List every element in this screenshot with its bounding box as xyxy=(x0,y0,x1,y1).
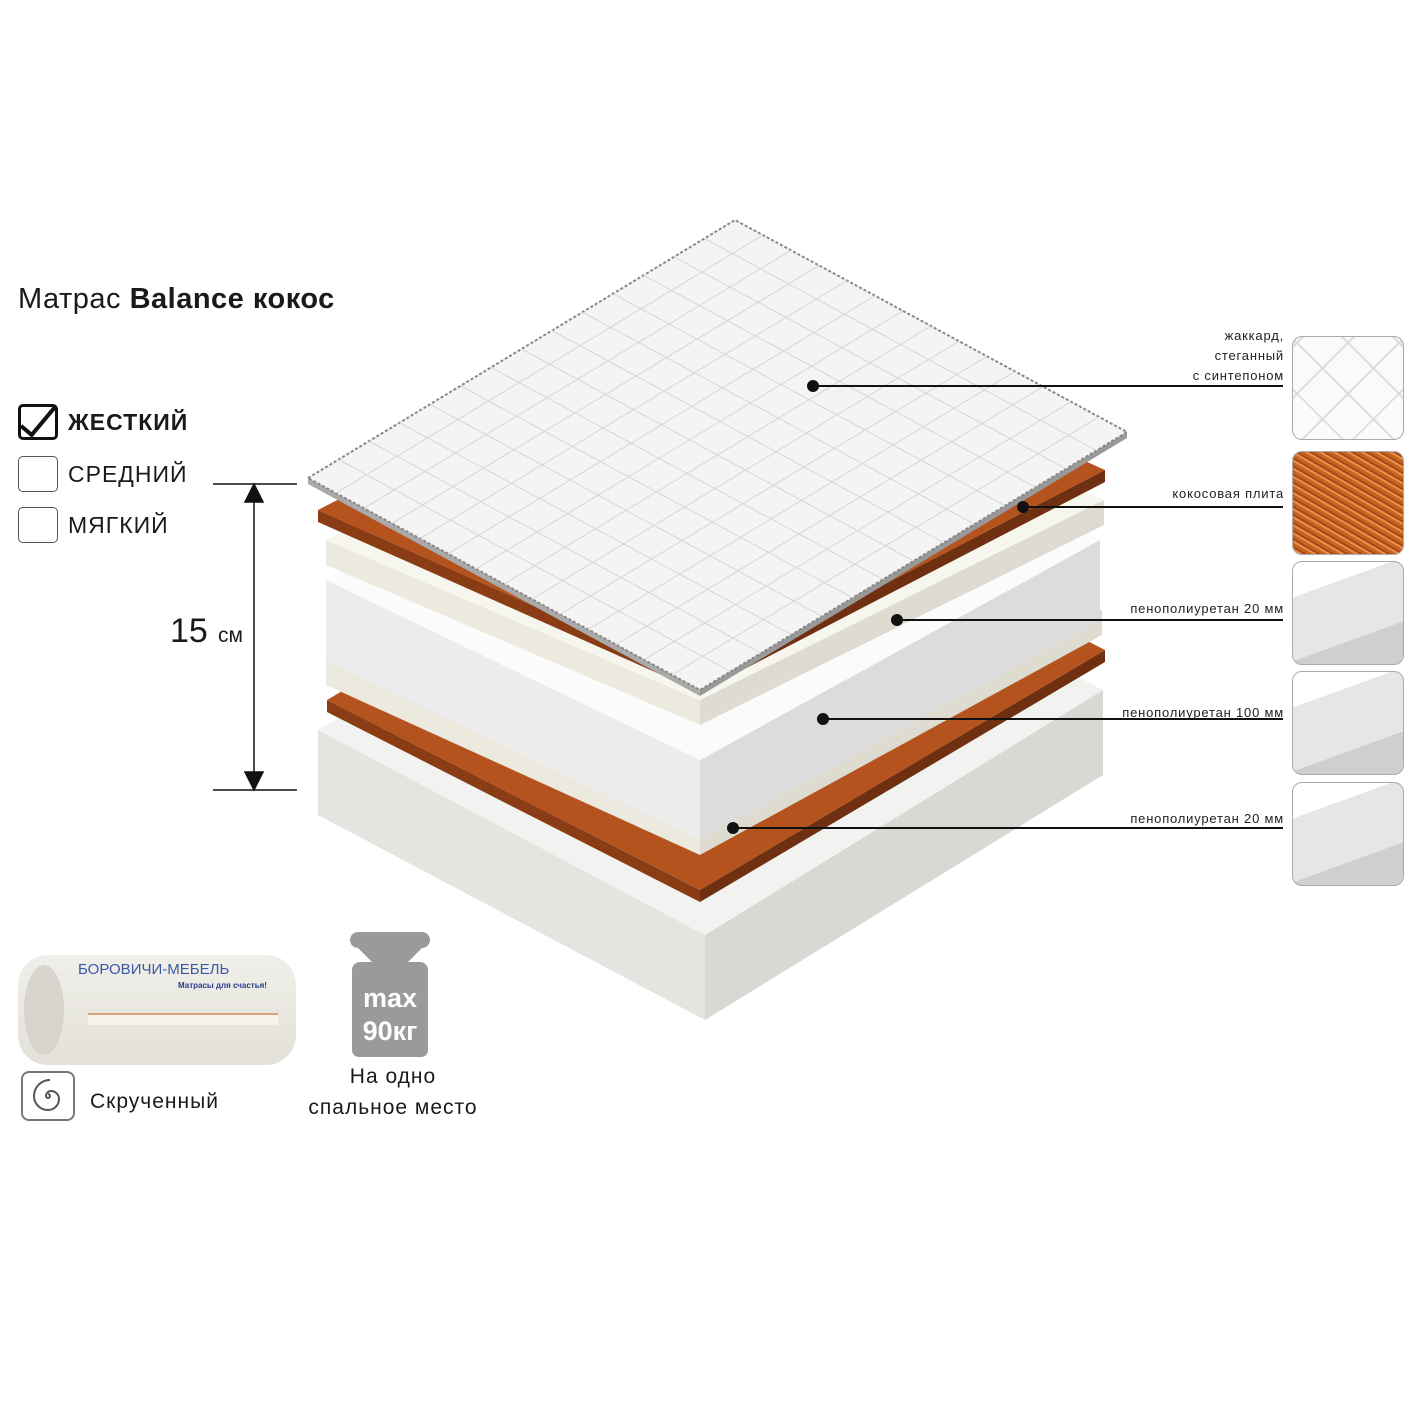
cover-layer-left-face xyxy=(308,478,700,696)
base-layer-right-face xyxy=(705,690,1103,1020)
coconut-layer-top-right-face xyxy=(700,470,1105,692)
label-line: жаккард, xyxy=(1224,328,1284,343)
quilt-stitch xyxy=(615,386,1044,645)
layer-label-cover: жаккард, стеганный с синтепоном xyxy=(1193,326,1284,386)
foam-thumbnail xyxy=(1292,671,1404,775)
weight-text: max 90кг xyxy=(350,982,430,1048)
height-unit: см xyxy=(218,624,243,647)
quilt-stitch xyxy=(582,311,975,525)
cover-layer-right-face xyxy=(700,432,1127,696)
rolled-label: Скрученный xyxy=(90,1090,219,1113)
callout-lines xyxy=(727,380,1283,834)
quilt-stitch xyxy=(551,330,945,544)
coconut-layer-top-left-face xyxy=(318,510,700,692)
height-value: 15 xyxy=(170,612,208,650)
checkbox-checked-icon xyxy=(18,404,58,440)
roll-end xyxy=(24,965,64,1055)
firmness-label: ЖЕСТКИЙ xyxy=(68,408,189,435)
quilt-stitch xyxy=(587,371,1016,630)
foam-20-top-layer-right-face xyxy=(700,500,1104,725)
caption-line: спальное место xyxy=(308,1096,478,1119)
rolled-mattress-package: БОРОВИЧИ-МЕБЕЛЬ Матрасы для счастья! xyxy=(18,955,296,1065)
coconut-layer-bottom-right-face xyxy=(700,650,1105,902)
foam-100-layer-left-face xyxy=(326,580,700,840)
title-prefix: Матрас xyxy=(18,283,122,315)
foam-thumbnail xyxy=(1292,782,1404,886)
package-brand: БОРОВИЧИ-МЕБЕЛЬ xyxy=(78,961,230,978)
quilt-stitch xyxy=(673,256,1067,470)
title-name: Balance кокос xyxy=(129,283,335,315)
checkbox-icon xyxy=(18,456,58,492)
checkbox-icon xyxy=(18,507,58,543)
quilt-stitch xyxy=(559,355,988,615)
quilt-stitch xyxy=(531,340,960,600)
cover-texture-thumbnail xyxy=(1292,336,1404,440)
layer-label-foam-100: пенополиуретан 100 мм xyxy=(1122,705,1284,720)
weight-max: max xyxy=(362,983,418,1013)
quilt-stitch xyxy=(612,293,1006,507)
firmness-option-medium: СРЕДНИЙ xyxy=(18,456,188,492)
caption-line: На одно xyxy=(349,1065,437,1088)
base-layer-left-face xyxy=(318,730,705,1020)
quilt-stitch xyxy=(643,274,1036,488)
label-line: стеганный xyxy=(1214,348,1284,363)
foam-20-bottom-layer-left-face xyxy=(326,660,700,855)
layer-label-foam-20-bottom: пенополиуретан 20 мм xyxy=(1130,811,1284,826)
label-line: с синтепоном xyxy=(1192,368,1284,383)
coconut-layer-bottom-left-face xyxy=(327,700,700,902)
package-mattress-image xyxy=(88,1013,278,1025)
coconut-texture-thumbnail xyxy=(1292,451,1404,555)
quilt-stitch xyxy=(643,401,1072,661)
weight-icon xyxy=(350,932,430,1057)
product-title: Матрас Balance кокос xyxy=(18,283,335,316)
rolled-spiral-icon xyxy=(21,1071,75,1121)
firmness-label: СРЕДНИЙ xyxy=(68,460,188,487)
firmness-option-soft: МЯГКИЙ xyxy=(18,507,169,543)
quilt-stitch xyxy=(671,416,1100,676)
firmness-option-hard: ЖЕСТКИЙ xyxy=(18,404,188,440)
foam-thumbnail xyxy=(1292,561,1404,665)
layer-label-foam-20-top: пенополиуретан 20 мм xyxy=(1130,601,1284,616)
height-dimension xyxy=(213,482,297,792)
weight-caption: На одно спальное место xyxy=(300,1061,486,1123)
weight-value: 90кг xyxy=(362,1016,418,1046)
foam-20-top-layer-left-face xyxy=(326,540,700,725)
quilt-stitch xyxy=(704,237,1097,451)
layer-label-coconut: кокосовая плита xyxy=(1172,486,1284,501)
quilt-stitch xyxy=(521,348,914,562)
firmness-label: МЯГКИЙ xyxy=(68,511,169,538)
foam-100-layer-right-face xyxy=(700,540,1100,840)
package-slogan: Матрасы для счастья! xyxy=(178,981,267,990)
